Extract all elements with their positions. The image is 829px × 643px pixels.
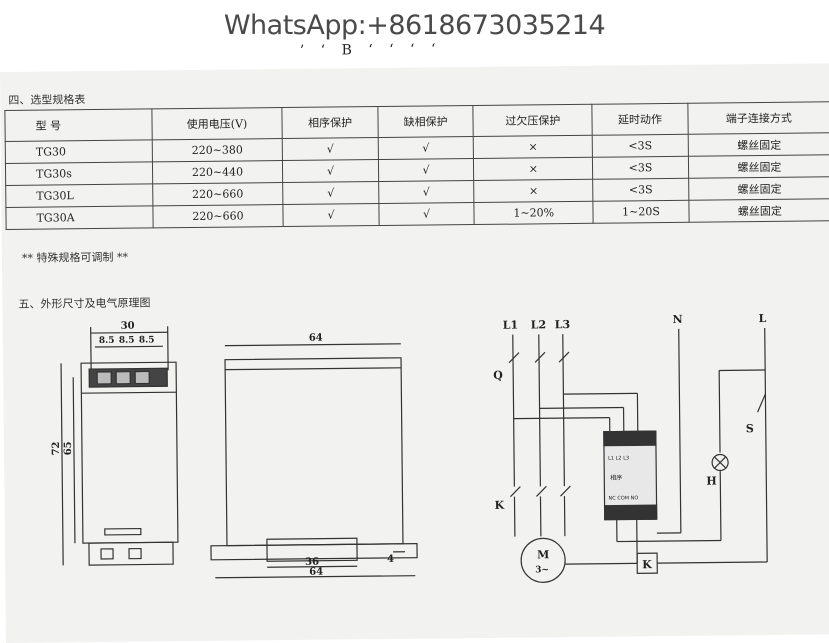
document-paper: ’ ‘ B ‘ ‘ ‘ ‘ 四、选型规格表 型 号 使用电压(V) 相序保护 缺…	[0, 41, 829, 643]
label-L3: L3	[555, 318, 571, 331]
dim-pitch-2: 8.5	[119, 336, 135, 346]
dim-width-top: 30	[121, 321, 135, 332]
label-H: H	[706, 475, 717, 488]
cut-off-text: ’ ‘ B ‘ ‘ ‘ ‘	[299, 41, 442, 59]
relay-term-top: L1 L2 L3	[608, 455, 629, 461]
motor-sub-label: 3~	[535, 565, 549, 575]
label-L2: L2	[531, 318, 547, 331]
label-S: S	[746, 422, 754, 435]
label-Q: Q	[493, 369, 503, 382]
motor-label: M	[537, 548, 549, 561]
dim-rail-offset: 4	[387, 554, 394, 565]
label-K: K	[494, 499, 504, 512]
relay-term-bottom: NC COM NO	[608, 495, 638, 501]
contactor-k-box-label: K	[642, 558, 652, 571]
whatsapp-watermark: WhatsApp:+8618673035214	[223, 10, 606, 41]
dim-bottom-width: 64	[309, 567, 323, 578]
label-N: N	[673, 313, 683, 326]
dim-front-width: 64	[309, 333, 323, 344]
relay-side-label: 相序	[610, 474, 622, 482]
dim-height-inner: 65	[63, 441, 74, 455]
dim-pitch-1: 8.5	[99, 336, 115, 346]
label-L: L	[759, 312, 767, 325]
dim-height-outer: 72	[51, 441, 62, 455]
wiring-diagram	[508, 327, 768, 583]
label-L1: L1	[503, 319, 519, 332]
dim-pitch-3: 8.5	[139, 335, 155, 345]
drawings: 30 8.5 8.5 8.5 72 65 64 36 4 64	[51, 312, 768, 583]
dim-rail: 36	[305, 557, 319, 568]
side-view-drawing	[60, 326, 179, 566]
front-view-drawing	[210, 343, 418, 579]
